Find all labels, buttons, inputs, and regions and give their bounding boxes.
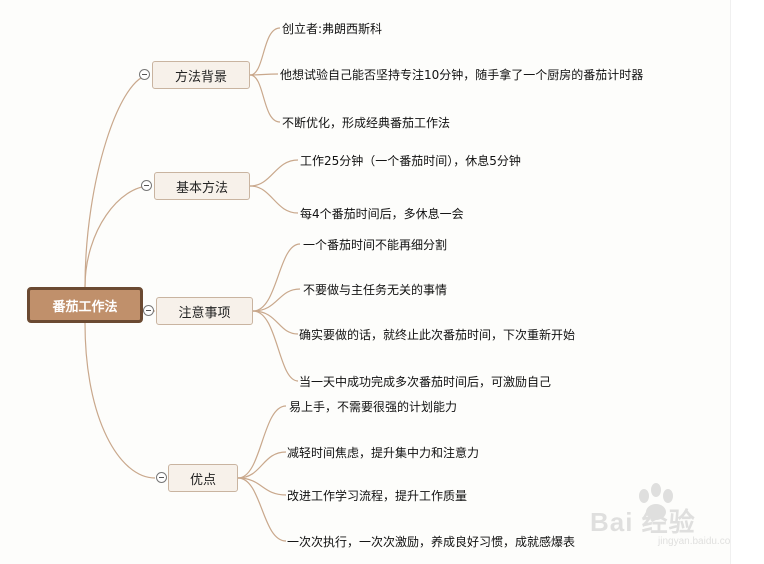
- paw-logo-icon: [639, 483, 673, 520]
- connector-b2-c2: [252, 310, 299, 335]
- branch-node-basic-method[interactable]: 基本方法: [154, 172, 250, 200]
- connector-b3-c0: [237, 405, 287, 479]
- leaf-node[interactable]: 当一天中成功完成多次番茄时间后，可激励自己: [299, 375, 552, 389]
- baidu-jingyan-watermark: Bai 经验 jingyan.baidu.com: [588, 482, 739, 554]
- collapse-toggle-icon[interactable]: [139, 69, 150, 80]
- branch-label: 注意事项: [178, 305, 231, 321]
- collapse-toggle-icon[interactable]: [156, 472, 167, 483]
- leaf-node[interactable]: 改进工作学习流程，提升工作质量: [287, 489, 468, 503]
- collapse-toggle-icon[interactable]: [141, 180, 152, 191]
- leaf-node[interactable]: 不断优化，形成经典番茄工作法: [282, 116, 451, 130]
- watermark-url: jingyan.baidu.com: [658, 536, 739, 547]
- leaf-node[interactable]: 一次次执行，一次次激励，养成良好习惯，成就感爆表: [287, 535, 576, 549]
- leaf-node[interactable]: 工作25分钟（一个番茄时间），休息5分钟: [300, 154, 521, 168]
- connector-b0-c2: [249, 74, 281, 123]
- connector-b3-c1: [237, 451, 287, 479]
- leaf-node[interactable]: 减轻时间焦虑，提升集中力和注意力: [287, 446, 480, 460]
- connector-b1-c1: [249, 185, 299, 214]
- branch-node-advantages[interactable]: 优点: [168, 464, 238, 492]
- collapse-toggle-icon[interactable]: [143, 305, 154, 316]
- connector-root-b3: [84, 322, 156, 479]
- page-margin: [730, 0, 764, 564]
- connector-b2-c1: [252, 288, 301, 312]
- connector-root-b1: [84, 185, 151, 288]
- connector-b3-c2: [237, 477, 287, 496]
- branch-label: 优点: [189, 472, 216, 488]
- branch-label: 方法背景: [174, 69, 227, 85]
- root-node[interactable]: 番茄工作法: [27, 287, 143, 323]
- branch-node-background[interactable]: 方法背景: [152, 61, 250, 89]
- leaf-node[interactable]: 他想试验自己能否坚持专注10分钟，随手拿了一个厨房的番茄计时器: [280, 68, 644, 82]
- connector-b2-c0: [252, 243, 301, 312]
- leaf-node[interactable]: 确实要做的话，就终止此次番茄时间，下次重新开始: [299, 328, 576, 342]
- watermark-text: Bai 经验: [590, 507, 696, 537]
- leaf-node[interactable]: 不要做与主任务无关的事情: [303, 283, 448, 297]
- branch-label: 基本方法: [175, 180, 228, 196]
- connector-root-b0: [84, 74, 151, 288]
- connector-b2-c3: [252, 310, 299, 382]
- connector-b1-c0: [249, 159, 299, 187]
- connector-b3-c3: [237, 477, 287, 542]
- leaf-node[interactable]: 一个番茄时间不能再细分割: [303, 238, 448, 252]
- branch-node-notes[interactable]: 注意事项: [156, 297, 253, 325]
- leaf-node[interactable]: 创立者:弗朗西斯科: [282, 22, 383, 36]
- leaf-node[interactable]: 每4个番茄时间后，多休息一会: [300, 207, 464, 221]
- leaf-node[interactable]: 易上手，不需要很强的计划能力: [289, 400, 458, 414]
- root-label: 番茄工作法: [52, 299, 118, 315]
- connector-b0-c0: [249, 27, 281, 76]
